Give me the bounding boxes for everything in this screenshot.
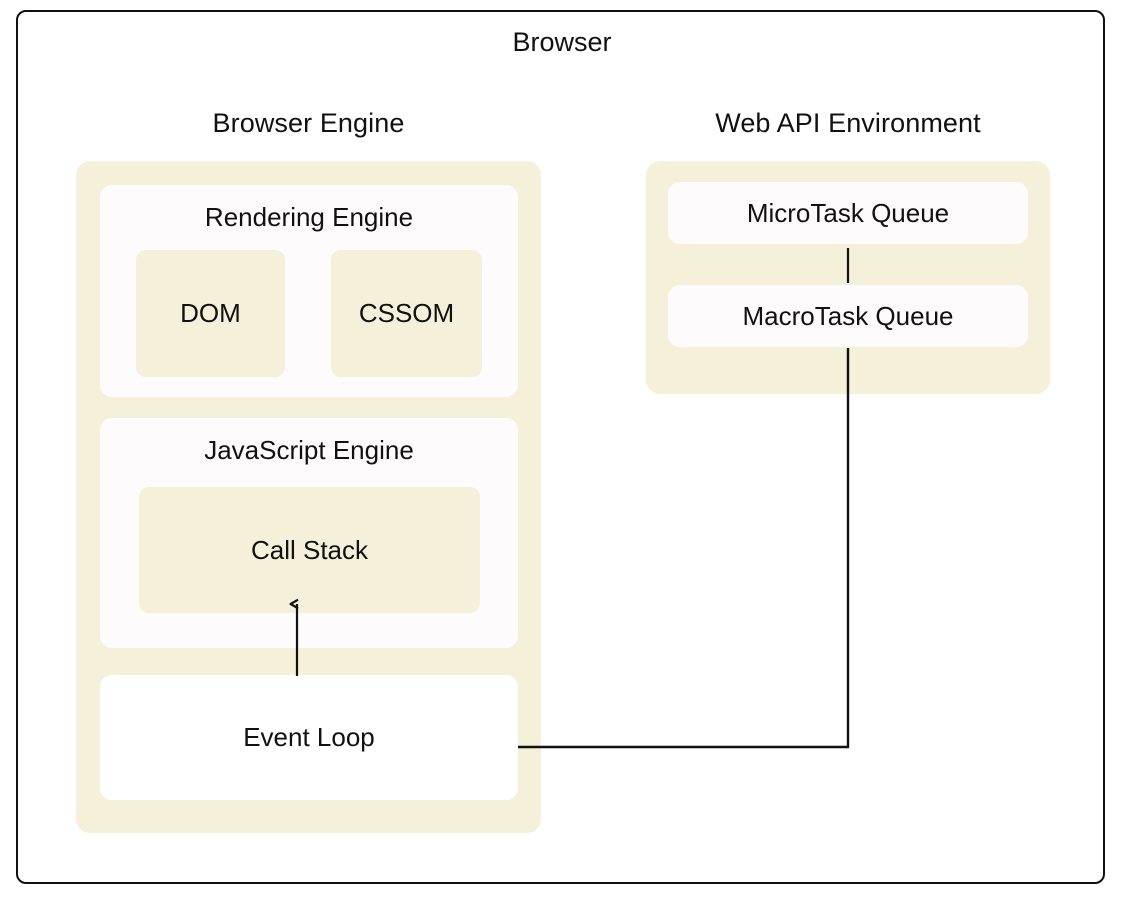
card-label-microtask-queue: MicroTask Queue: [746, 197, 950, 228]
card-microtask-queue[interactable]: MicroTask Queue: [668, 182, 1028, 244]
card-title-javascript-engine: JavaScript Engine: [204, 435, 414, 465]
diagram-title: Browser: [512, 27, 612, 57]
card-title-rendering-engine: Rendering Engine: [204, 202, 414, 232]
group-label-web-api-environment: Web API Environment: [715, 108, 981, 138]
card-event-loop[interactable]: Event Loop: [100, 675, 518, 800]
card-label-event-loop: Event Loop: [243, 722, 375, 752]
node-cssom[interactable]: CSSOM: [331, 250, 482, 377]
node-dom[interactable]: DOM: [136, 250, 285, 377]
card-macrotask-queue[interactable]: MacroTask Queue: [668, 285, 1028, 347]
node-call-stack[interactable]: Call Stack: [139, 487, 480, 613]
card-label-macrotask-queue: MacroTask Queue: [742, 300, 954, 331]
group-label-browser-engine: Browser Engine: [212, 108, 405, 138]
